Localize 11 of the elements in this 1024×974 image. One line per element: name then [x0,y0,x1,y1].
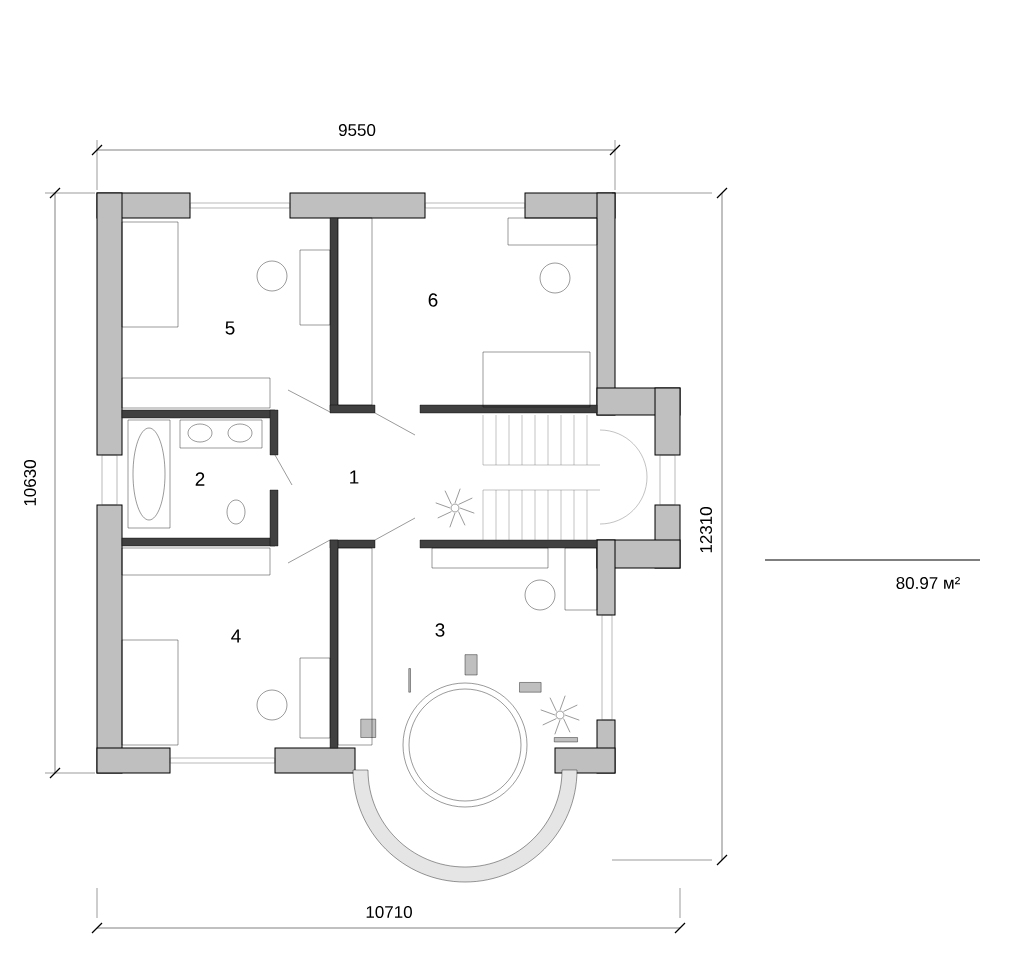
dimension-label: 12310 [700,507,713,553]
room-number: 4 [231,629,241,643]
dimension-label: 9550 [338,124,376,137]
dimension-label: 10630 [24,460,37,506]
room-number: 3 [435,623,445,637]
room-number: 2 [195,472,205,486]
room-number: 6 [428,293,438,307]
area-label: 80.97 м² [896,577,960,590]
room-number: 1 [350,470,359,484]
dimension-label: 10710 [366,906,412,919]
room-number: 5 [225,321,235,335]
